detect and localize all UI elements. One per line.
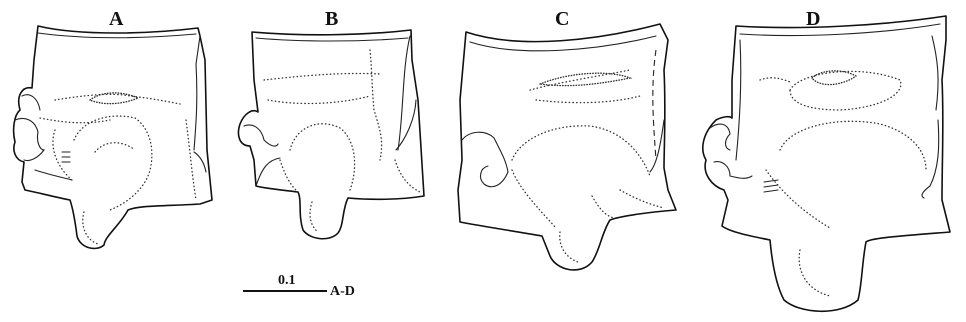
specimen-drawing-b — [238, 30, 424, 239]
specimen-drawing-a — [14, 26, 212, 248]
specimen-drawing-c — [458, 24, 676, 270]
specimen-drawing-d — [703, 16, 950, 311]
